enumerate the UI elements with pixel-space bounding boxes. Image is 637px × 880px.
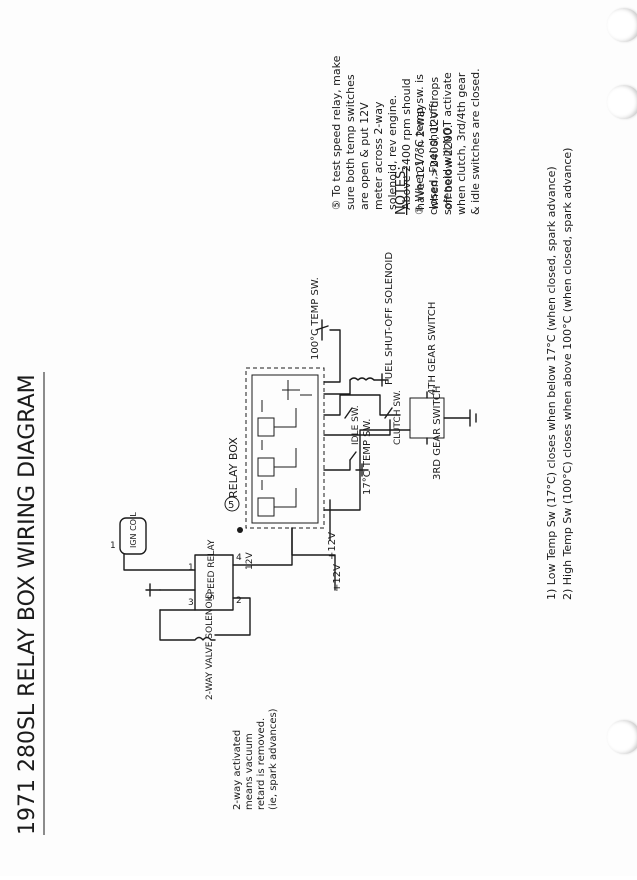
note5-line: meter across 2-way (372, 101, 385, 210)
relay-box-label: RELAY BOX (227, 437, 240, 498)
diagram-title: 1971 280SL RELAY BOX WIRING DIAGRAM (15, 374, 40, 835)
vacuum-note: 2-way activated means vacuum retard is r… (232, 708, 279, 810)
legend-block: 1) Low Temp Sw (17°C) closes when below … (545, 148, 574, 600)
vacuum-note-line: retard is removed. (256, 718, 267, 810)
note5-line: solenoid, rev engine. (386, 95, 399, 210)
wire-to-idle-sw (323, 394, 401, 416)
legend-line: 2) High Temp Sw (100°C) closes when abov… (561, 148, 574, 600)
gear-switch-ground (426, 391, 477, 445)
temp-100-switch (315, 319, 329, 341)
two-way-solenoid (159, 609, 216, 641)
binder-hole (607, 720, 637, 754)
note5-line: ⑤ To test speed relay, make (330, 55, 343, 210)
third-gear-label: 3RD GEAR SWITCH (432, 386, 443, 480)
pin-label: 1 (188, 563, 194, 573)
wire-coil-to-relay (123, 553, 196, 571)
note5-line: have 12V on 2-way (414, 104, 427, 210)
vacuum-note-line: (ie, spark advances) (268, 708, 279, 810)
wire-to-fuel-shutoff (323, 379, 351, 395)
notes-heading: NOTES: (394, 166, 409, 215)
temp-100-label: 100°C TEMP SW. (310, 277, 321, 360)
note5-line: when >2400, 12V drops (428, 77, 441, 210)
relay-ground (145, 583, 161, 597)
note1-line: closed, Fuel shut-off (427, 104, 440, 215)
junction-dot (237, 527, 243, 533)
relay-box-marker (224, 496, 240, 512)
pin-label: 1 (110, 541, 116, 551)
two-way-solenoid-label: 2-WAY VALVE SOLENOID (205, 592, 215, 700)
binder-hole (607, 8, 637, 42)
wire-to-clutch-sw (323, 419, 391, 436)
temp-17-switch (349, 451, 369, 477)
idle-clutch-switch (344, 407, 393, 419)
notes-block: NOTES: ① When 17°C temp sw. is closed, F… (394, 68, 482, 215)
ign-coil (119, 517, 147, 555)
note5-line: off below 2200. (442, 125, 455, 210)
note5-block: ⑤ To test speed relay, make sure both te… (330, 55, 455, 210)
note5-line: sure both temp switches (344, 74, 357, 210)
ground-symbol (373, 373, 389, 387)
plus12v-b-label: +12V (327, 532, 338, 560)
vacuum-note-line: 2-way activated (232, 730, 243, 810)
ign-coil-label: IGN COIL (129, 512, 138, 548)
two-way-solenoid-label-group: 2-WAY VALVE SOLENOID (205, 592, 215, 700)
vacuum-note-line: means vacuum (244, 733, 255, 810)
twelve-v-label: 12V (245, 552, 255, 570)
relay-box-number: 5 (228, 500, 234, 511)
legend-line: 1) Low Temp Sw (17°C) closes when below … (545, 166, 558, 600)
temp-17-label: 17°C TEMP SW. (362, 419, 373, 495)
speed-relay-box (194, 554, 234, 611)
speed-relay-label: SPEED RELAY (207, 539, 217, 600)
binder-hole (607, 85, 637, 119)
idle-sw-label: IDLE SW. (351, 405, 361, 445)
note1-line: & idle switches are closed. (469, 68, 482, 215)
fourth-gear-label: 4TH GEAR SWITCH (427, 302, 438, 395)
note1-line: solenoid will NOT activate (441, 72, 454, 215)
relay-box-inner (251, 374, 319, 524)
wire-relay-to-box (232, 527, 293, 566)
note1-line: ① When 17°C temp sw. is (413, 74, 426, 215)
plus12v-a-label: +12V (332, 564, 343, 592)
clutch-sw-label: CLUTCH SW. (393, 390, 403, 445)
wire-to-17c-sw (323, 459, 351, 471)
note5-line: are open & put 12V (358, 102, 371, 210)
pin-label: 4 (236, 553, 242, 563)
note5-line: Above 2400 rpm should (400, 78, 413, 210)
relay-coil (257, 380, 312, 517)
fuel-shutoff-coil (349, 377, 375, 381)
fuel-shutoff-label: FUEL SHUT-OFF SOLENOID (384, 252, 395, 385)
relay-box-outline (245, 367, 325, 529)
wire-to-100c-sw (323, 329, 341, 383)
wire-relay-to-solenoid (214, 597, 251, 636)
note1-line: when clutch, 3rd/4th gear (455, 72, 468, 215)
pin-label: 3 (188, 598, 194, 608)
pin-label: 2 (236, 596, 242, 606)
